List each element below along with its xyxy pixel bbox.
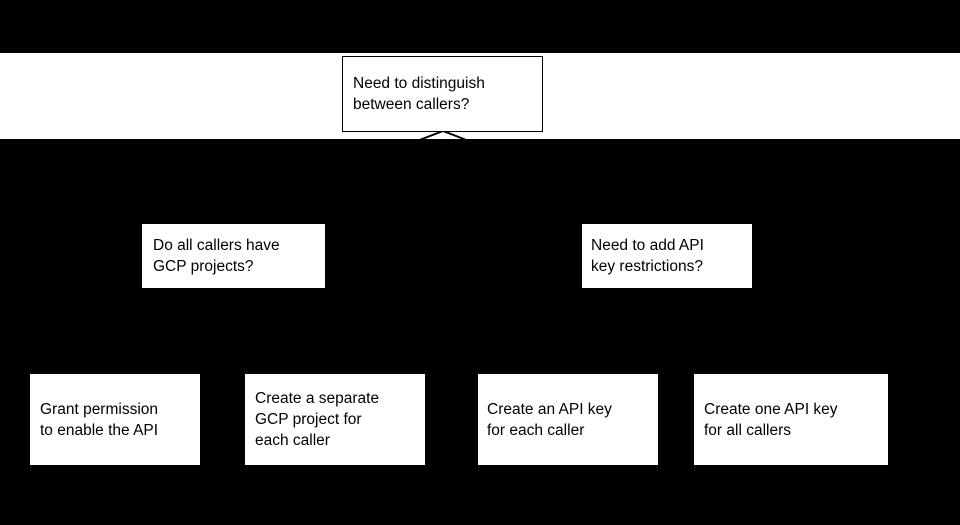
node-label: Do all callers have GCP projects? [153,237,280,275]
node-decision-key-restrictions[interactable]: Need to add API key restrictions? [582,224,752,288]
node-label: Grant permission to enable the API [40,400,159,439]
node-label: Need to distinguish between callers? [353,75,485,113]
node-outcome-key-per-caller[interactable]: Create an API key for each caller [478,374,658,465]
node-label: Create an API key for each caller [487,400,612,439]
node-decision-gcp-projects[interactable]: Do all callers have GCP projects? [142,224,325,288]
node-label: Create one API key for all callers [704,400,838,439]
node-label: Create a separate GCP project for each c… [255,390,380,449]
node-outcome-grant-permission[interactable]: Grant permission to enable the API [30,374,200,465]
node-root-decision[interactable]: Need to distinguish between callers? [342,56,543,132]
node-outcome-one-key-all[interactable]: Create one API key for all callers [694,374,888,465]
node-outcome-separate-project[interactable]: Create a separate GCP project for each c… [245,374,425,465]
node-label: Need to add API key restrictions? [591,237,704,275]
